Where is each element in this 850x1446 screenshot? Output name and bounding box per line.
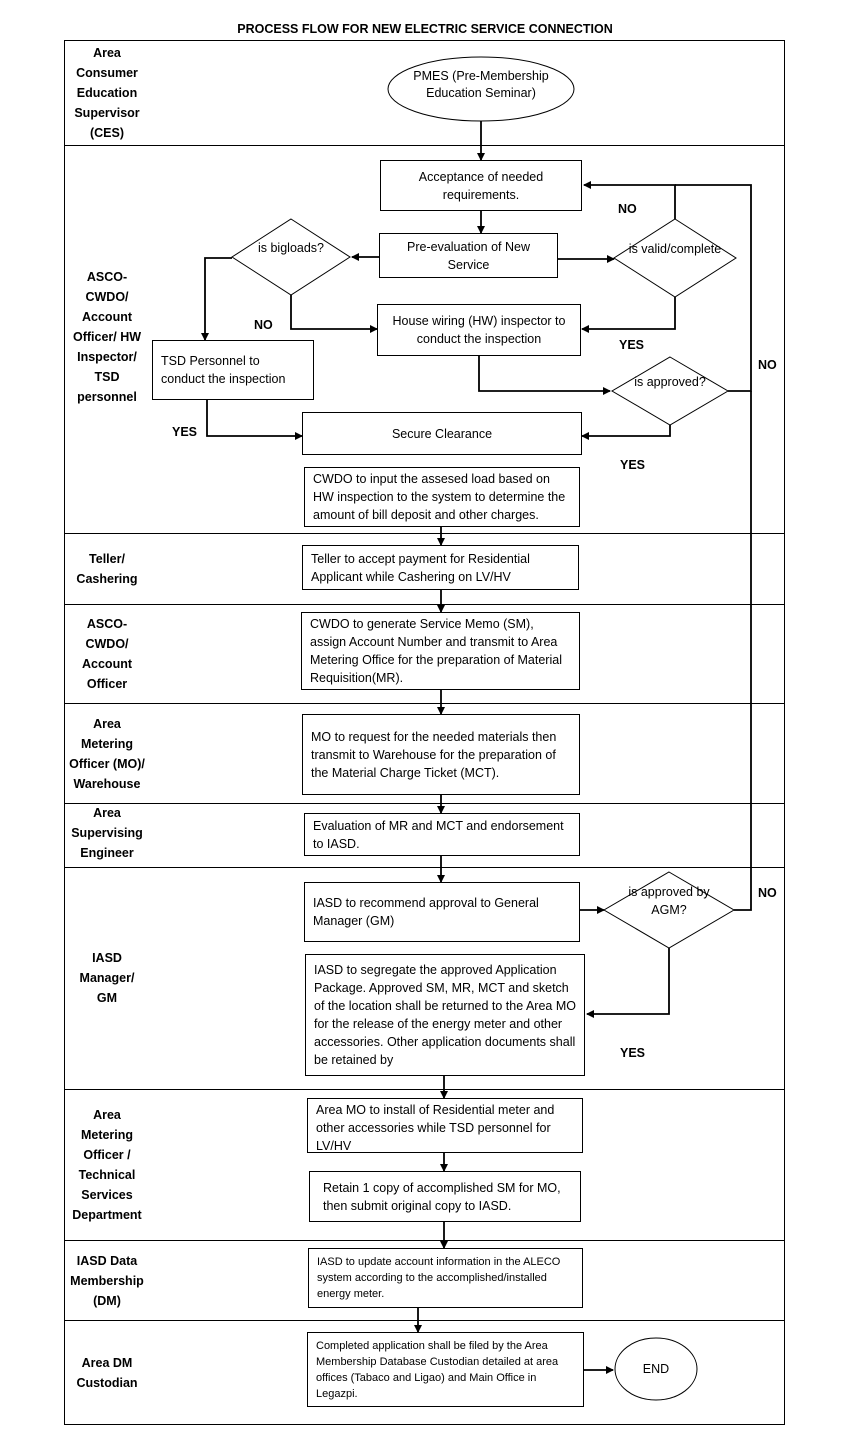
mo-install-box: Area MO to install of Residential meter … (307, 1098, 583, 1153)
valid-diamond (613, 218, 737, 298)
secure-clearance-box: Secure Clearance (302, 412, 582, 455)
lane-label-iasd-dm: IASD Data Membership (DM) (70, 1254, 144, 1308)
no-label-approved: NO (758, 358, 777, 372)
lane-label-asco-cwdo-inspector: ASCO- CWDO/ Account Officer/ HW Inspecto… (72, 270, 142, 404)
lane-divider (64, 1320, 785, 1321)
lane-label-metering-warehouse: Area Metering Officer (MO)/ Warehouse (69, 717, 145, 791)
mo-request-box: MO to request for the needed materials t… (302, 714, 580, 795)
completed-application-box: Completed application shall be filed by … (307, 1332, 584, 1407)
yes-label-approved: YES (620, 458, 646, 472)
lane-label-teller: Teller/ Cashering (76, 552, 138, 586)
no-label-agm: NO (758, 886, 777, 900)
no-label-valid: NO (618, 202, 637, 216)
retain-copy-box: Retain 1 copy of accomplished SM for MO,… (309, 1171, 581, 1222)
end-ellipse (614, 1337, 698, 1401)
hw-inspection-box: House wiring (HW) inspector to conduct t… (377, 304, 581, 356)
bigloads-diamond (231, 218, 351, 296)
lane-divider (64, 1089, 785, 1090)
iasd-segregate-box: IASD to segregate the approved Applicati… (305, 954, 585, 1076)
lane-divider (64, 145, 785, 146)
lane-label-supervising-engineer: Area Supervising Engineer (71, 806, 143, 860)
lane-divider (64, 1240, 785, 1241)
lane-divider (64, 604, 785, 605)
lane-divider (64, 533, 785, 534)
lane-label-dm-custodian: Area DM Custodian (76, 1356, 138, 1390)
pre-evaluation-box: Pre-evaluation of New Service (379, 233, 558, 278)
approved-agm-decision: is approved by AGM? (628, 885, 710, 917)
yes-label-tsd: YES (172, 425, 198, 439)
cwdo-input-box: CWDO to input the assesed load based on … (304, 467, 580, 527)
end-node: END (642, 1362, 670, 1376)
yes-label-valid: YES (619, 338, 645, 352)
lane-divider (64, 867, 785, 868)
yes-label-agm: YES (620, 1046, 646, 1060)
lane-label-asco-cwdo: ASCO- CWDO/ Account Officer (82, 617, 132, 691)
lane-label-iasd-manager: IASD Manager/ GM (79, 951, 135, 1005)
lane-divider (64, 703, 785, 704)
tsd-inspection-box: TSD Personnel to conduct the inspection (152, 340, 314, 400)
bigloads-decision: is bigloads? (257, 241, 324, 255)
approved-diamond (611, 356, 729, 426)
acceptance-box: Acceptance of needed requirements. (380, 160, 582, 211)
teller-box: Teller to accept payment for Residential… (302, 545, 579, 590)
iasd-update-box: IASD to update account information in th… (308, 1248, 583, 1308)
no-label-bigloads: NO (254, 318, 273, 332)
lane-label-metering-tsd: Area Metering Officer / Technical Servic… (72, 1108, 142, 1222)
pmes-node: PMES (Pre-Membership Education Seminar) (413, 69, 549, 100)
valid-decision: is valid/complete (628, 242, 722, 256)
page-title: PROCESS FLOW FOR NEW ELECTRIC SERVICE CO… (237, 22, 613, 36)
lane-divider (64, 803, 785, 804)
cwdo-service-memo-box: CWDO to generate Service Memo (SM), assi… (301, 612, 580, 690)
approved-decision: is approved? (634, 375, 706, 389)
evaluation-mr-mct-box: Evaluation of MR and MCT and endorsement… (304, 813, 580, 856)
swimlane-frame (64, 40, 785, 1425)
iasd-recommend-box: IASD to recommend approval to General Ma… (304, 882, 580, 942)
lane-label-ces: Area Consumer Education Supervisor (CES) (74, 46, 140, 140)
